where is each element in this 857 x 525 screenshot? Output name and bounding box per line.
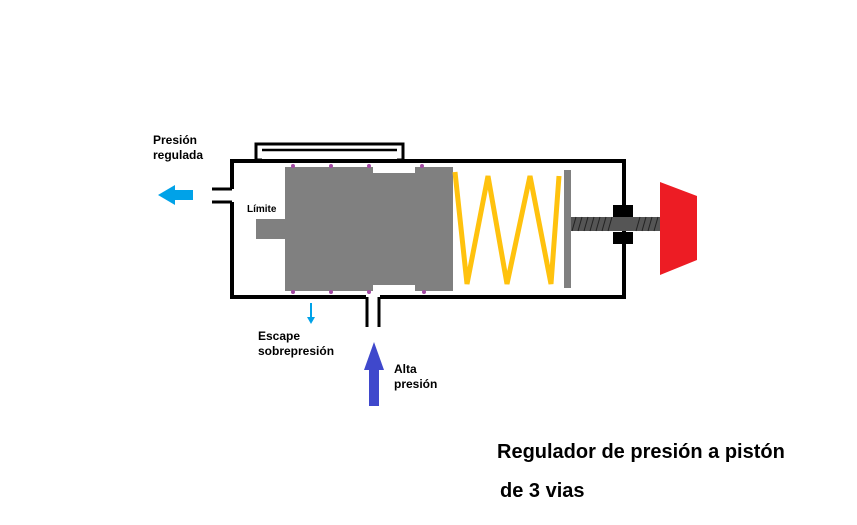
outlet-arrow	[158, 185, 193, 205]
adjustment-knob	[660, 182, 697, 275]
bypass-channel	[254, 142, 405, 162]
piston	[256, 167, 453, 291]
regulator-housing	[212, 159, 626, 327]
limit-label: Límite	[247, 204, 277, 215]
diagram-title-line-1: Regulador de presión a pistón	[497, 441, 785, 463]
regulated-pressure-label: Presión regulada	[153, 133, 204, 162]
spring-plate	[564, 170, 571, 288]
diagram-title-line-2: de 3 vias	[500, 480, 585, 502]
high-pressure-label: Alta presión	[394, 362, 438, 391]
exhaust-arrow	[307, 303, 315, 324]
inlet-arrow	[364, 342, 384, 406]
overpressure-exhaust-label: Escape sobrepresión	[258, 329, 335, 358]
spring	[452, 171, 562, 285]
adjustment-screw	[571, 205, 661, 244]
seal-dots	[291, 164, 426, 294]
